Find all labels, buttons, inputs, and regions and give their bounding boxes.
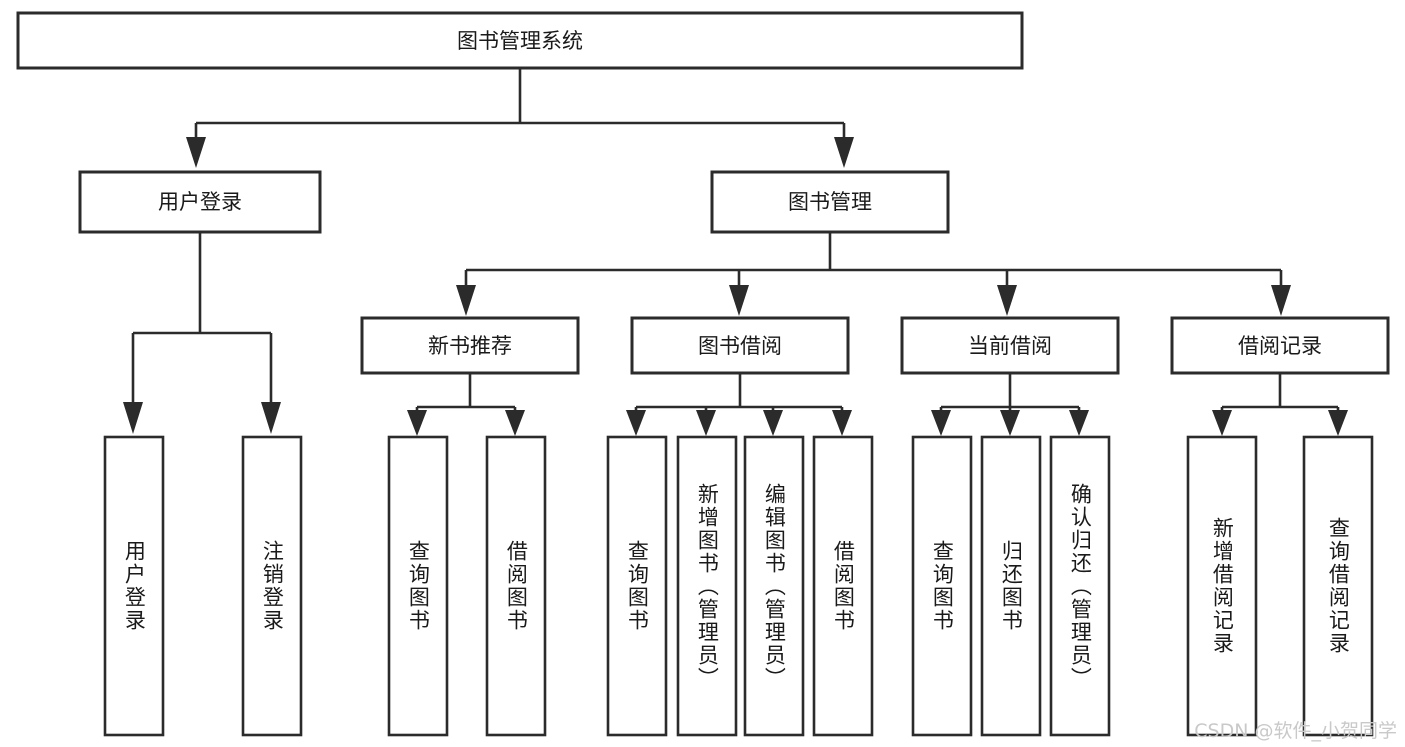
leaf-box-query-book-recommend[interactable] [387, 435, 449, 737]
node-new-book-recommend[interactable]: 新书推荐 [360, 316, 580, 375]
arrow-head-icon [407, 410, 427, 436]
node-book-borrow[interactable]: 图书借阅 [630, 316, 850, 375]
node-current-borrow[interactable]: 当前借阅 [900, 316, 1120, 375]
leaf-box-confirm-return-admin[interactable] [1049, 435, 1111, 737]
arrow-head-icon [696, 410, 716, 436]
leaf-box-user-login[interactable] [103, 435, 165, 737]
new-book-recommend-label: 新书推荐 [428, 334, 512, 358]
leaf-box-borrow-book[interactable] [812, 435, 874, 737]
arrow-head-icon [931, 410, 951, 436]
leaf-box-query-book-current[interactable] [911, 435, 973, 737]
arrow-head-icon [997, 285, 1017, 316]
user-login-label: 用户登录 [158, 190, 242, 214]
arrow-head-icon [834, 137, 854, 168]
arrow-head-icon [1000, 410, 1020, 436]
connector-borrow-record-to-leaves [1212, 373, 1348, 436]
csdn-watermark: CSDN @软件_小贺同学 [1194, 720, 1397, 742]
arrow-head-icon [1271, 285, 1291, 316]
book-management-label: 图书管理 [788, 190, 872, 214]
node-borrow-record[interactable]: 借阅记录 [1170, 316, 1390, 375]
arrow-head-icon [1212, 410, 1232, 436]
leaf-box-logout[interactable] [241, 435, 303, 737]
arrow-head-icon [729, 285, 749, 316]
leaf-box-return-book[interactable] [980, 435, 1042, 737]
connector-book-borrow-to-leaves [626, 373, 852, 436]
leaf-box-add-book-admin[interactable] [676, 435, 738, 737]
root-box-shape [16, 11, 1024, 70]
arrow-head-icon [123, 402, 143, 434]
connector-user-login-to-leaves [123, 232, 281, 434]
arrow-head-icon [626, 410, 646, 436]
current-borrow-box-shape [900, 316, 1120, 375]
node-user-login[interactable]: 用户登录 [78, 170, 322, 234]
node-root[interactable]: 图书管理系统 [16, 11, 1024, 70]
arrow-head-icon [1069, 410, 1089, 436]
new-book-recommend-box-shape [360, 316, 580, 375]
connector-book-management-to-level2 [456, 232, 1291, 316]
borrow-record-label: 借阅记录 [1238, 334, 1322, 358]
leaf-box-query-book-borrow[interactable] [606, 435, 668, 737]
arrow-head-icon [456, 285, 476, 316]
connector-current-borrow-to-leaves [931, 373, 1089, 436]
leaf-box-edit-book-admin[interactable] [743, 435, 805, 737]
book-borrow-label: 图书借阅 [698, 334, 782, 358]
leaf-box-add-borrow-record[interactable] [1186, 435, 1258, 737]
node-book-management[interactable]: 图书管理 [710, 170, 950, 234]
arrow-head-icon [186, 137, 206, 168]
current-borrow-label: 当前借阅 [968, 334, 1052, 358]
arrow-head-icon [505, 410, 525, 436]
arrow-head-icon [1328, 410, 1348, 436]
leaf-box-borrow-book-recommend[interactable] [485, 435, 547, 737]
arrow-head-icon [261, 402, 281, 434]
root-label: 图书管理系统 [457, 29, 583, 53]
connector-root-to-level1 [186, 68, 854, 168]
user-login-box-shape [78, 170, 322, 234]
arrow-head-icon [763, 410, 783, 436]
connector-new-book-recommend-to-leaves [407, 373, 525, 436]
leaf-box-query-borrow-record[interactable] [1302, 435, 1374, 737]
arrow-head-icon [832, 410, 852, 436]
